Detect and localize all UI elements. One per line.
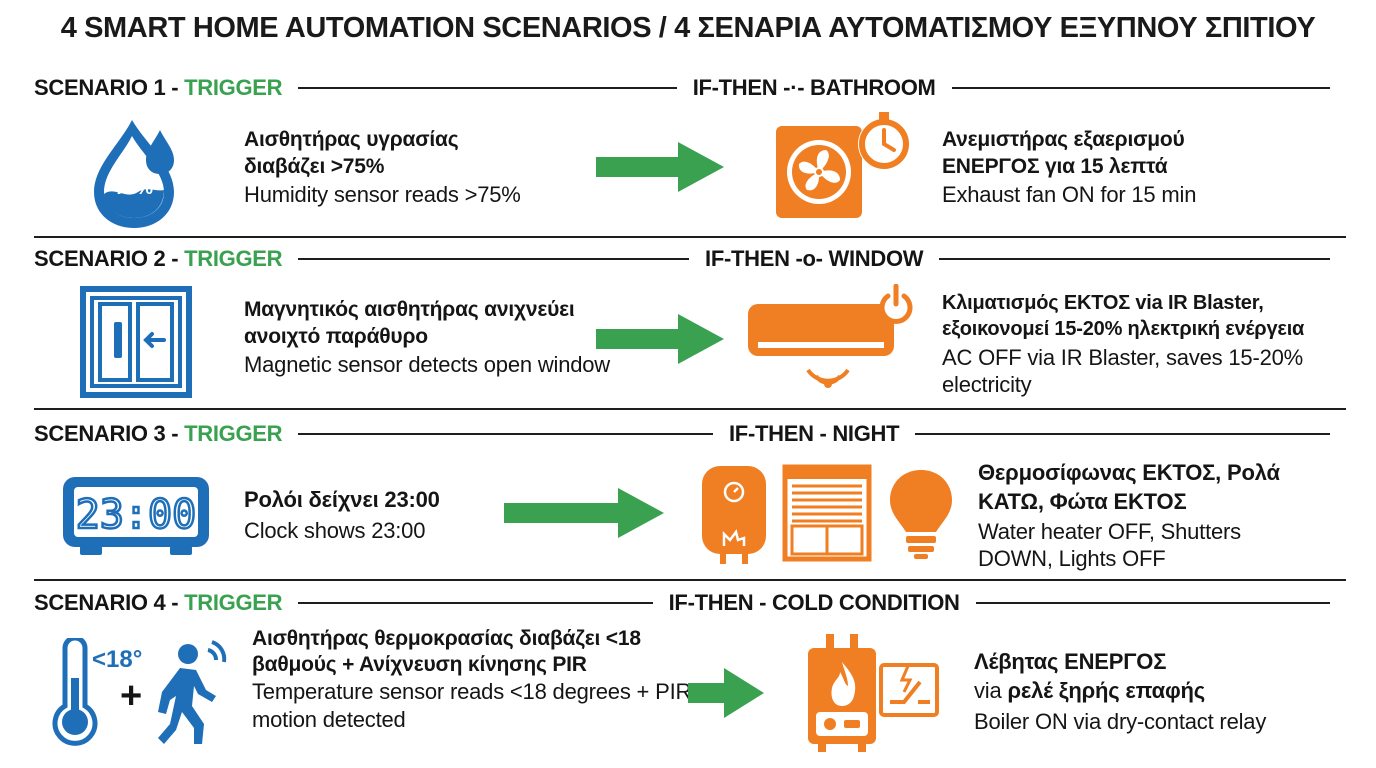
trigger-greek: Μαγνητικός αισθητήρας ανιχνεύει ανοιχτό … bbox=[244, 298, 575, 348]
scenario-2-trigger-text: Μαγνητικός αισθητήρας ανιχνεύει ανοιχτό … bbox=[244, 296, 610, 378]
action-greek: Ανεμιστήρας εξαερισμού ΕΝΕΡΓΟΣ για 15 λε… bbox=[942, 128, 1185, 178]
right-arrow-icon bbox=[596, 142, 724, 192]
header-line bbox=[298, 87, 677, 89]
temperature-label: <18° bbox=[92, 646, 143, 673]
trigger-label: TRIGGER bbox=[184, 421, 283, 446]
trigger-label: TRIGGER bbox=[184, 75, 283, 100]
motion-person-icon bbox=[152, 640, 232, 746]
scenario-2-label: SCENARIO 2 - TRIGGER bbox=[34, 246, 283, 271]
scenario-1-trigger-text: Αισθητήρας υγρασίας διαβάζει >75% Humidi… bbox=[244, 126, 524, 208]
header-line bbox=[915, 433, 1331, 435]
water-heater-icon bbox=[698, 462, 770, 566]
scenario-3-ifthen: IF-THEN - NIGHT bbox=[729, 421, 900, 446]
trigger-english: Clock shows 23:00 bbox=[244, 518, 426, 543]
header-line bbox=[298, 258, 690, 260]
digital-clock-icon: 23:00 bbox=[60, 474, 212, 558]
action-english: Boiler ON via dry-contact relay bbox=[974, 709, 1267, 734]
trigger-label: TRIGGER bbox=[184, 246, 283, 271]
scenario-3-label: SCENARIO 3 - TRIGGER bbox=[34, 421, 283, 446]
divider bbox=[34, 579, 1346, 581]
trigger-label: TRIGGER bbox=[184, 590, 283, 615]
scenario-2-action-text: Κλιματισμός ΕΚΤΟΣ via IR Blaster, εξοικο… bbox=[942, 290, 1362, 398]
trigger-english: Temperature sensor reads <18 degrees + P… bbox=[252, 679, 692, 732]
scenario-4-trigger-text: Αισθητήρας θερμοκρασίας διαβάζει <18 βαθ… bbox=[252, 626, 692, 734]
window-sensor-icon bbox=[80, 286, 192, 398]
scenario-3-header: SCENARIO 3 - TRIGGER IF-THEN - NIGHT bbox=[34, 419, 1346, 449]
trigger-english: Magnetic sensor detects open window bbox=[244, 352, 610, 377]
boiler-icon bbox=[804, 632, 880, 754]
scenario-2-ifthen: IF-THEN -o- WINDOW bbox=[705, 246, 924, 271]
action-greek-relay: ρελέ ξηρής επαφής bbox=[1007, 678, 1206, 703]
trigger-greek: Αισθητήρας υγρασίας διαβάζει >75% bbox=[244, 128, 459, 178]
thermometer-icon bbox=[50, 638, 100, 748]
exhaust-fan-timer-icon bbox=[774, 110, 914, 220]
plus-sign: + bbox=[120, 675, 143, 717]
humidity-badge: 75% bbox=[115, 178, 153, 199]
action-english: Water heater OFF, Shutters DOWN, Lights … bbox=[978, 519, 1241, 571]
scenario-4-header: SCENARIO 4 - TRIGGER IF-THEN - COLD COND… bbox=[34, 588, 1346, 618]
right-arrow-icon bbox=[504, 488, 664, 538]
scenario-1-ifthen: IF-THEN -·- BATHROOM bbox=[692, 75, 936, 100]
clock-display: 23:00 bbox=[76, 492, 196, 538]
header-line bbox=[939, 258, 1330, 260]
right-arrow-icon bbox=[596, 314, 724, 364]
right-arrow-icon bbox=[688, 668, 764, 718]
light-bulb-icon bbox=[886, 466, 956, 562]
action-greek: Θερμοσίφωνας ΕΚΤΟΣ, Ρολά ΚΑΤΩ, Φώτα ΕΚΤΟ… bbox=[978, 460, 1280, 514]
scenario-1-header: SCENARIO 1 - TRIGGER IF-THEN -·- BATHROO… bbox=[34, 73, 1346, 103]
action-english: AC OFF via IR Blaster, saves 15-20% elec… bbox=[942, 345, 1304, 397]
header-line bbox=[298, 433, 713, 435]
header-line bbox=[951, 87, 1331, 89]
relay-icon bbox=[878, 662, 940, 718]
scenario-4-label: SCENARIO 4 - TRIGGER bbox=[34, 590, 283, 615]
scenario-3-trigger-text: Ρολόι δείχνει 23:00 Clock shows 23:00 bbox=[244, 486, 440, 544]
scenario-4-ifthen: IF-THEN - COLD CONDITION bbox=[668, 590, 960, 615]
header-line bbox=[298, 602, 653, 604]
shutters-icon bbox=[782, 464, 872, 562]
humidity-drop-icon: 75% bbox=[90, 116, 185, 231]
divider bbox=[34, 236, 1346, 238]
trigger-english: Humidity sensor reads >75% bbox=[244, 182, 521, 207]
scenario-2-header: SCENARIO 2 - TRIGGER IF-THEN -o- WINDOW bbox=[34, 244, 1346, 274]
scenario-1-label: SCENARIO 1 - TRIGGER bbox=[34, 75, 283, 100]
action-greek: Κλιματισμός ΕΚΤΟΣ via IR Blaster, εξοικο… bbox=[942, 292, 1305, 340]
scenario-1-action-text: Ανεμιστήρας εξαερισμού ΕΝΕΡΓΟΣ για 15 λε… bbox=[942, 126, 1242, 208]
page-title: 4 SMART HOME AUTOMATION SCENARIOS / 4 ΣΕ… bbox=[60, 12, 1316, 44]
trigger-greek: Αισθητήρας θερμοκρασίας διαβάζει <18 βαθ… bbox=[252, 627, 641, 676]
trigger-greek: Ρολόι δείχνει 23:00 bbox=[244, 487, 440, 512]
divider bbox=[34, 408, 1346, 410]
scenario-4-action-text: Λέβητας ΕΝΕΡΓΟΣ via ρελέ ξηρής επαφής Bo… bbox=[974, 648, 1266, 735]
header-line bbox=[975, 602, 1330, 604]
action-english: Exhaust fan ON for 15 min bbox=[942, 182, 1197, 207]
air-conditioner-icon bbox=[744, 284, 922, 392]
action-greek: Λέβητας ΕΝΕΡΓΟΣ bbox=[974, 649, 1167, 674]
scenario-3-action-text: Θερμοσίφωνας ΕΚΤΟΣ, Ρολά ΚΑΤΩ, Φώτα ΕΚΤΟ… bbox=[978, 458, 1308, 572]
action-via: via bbox=[974, 678, 1008, 703]
